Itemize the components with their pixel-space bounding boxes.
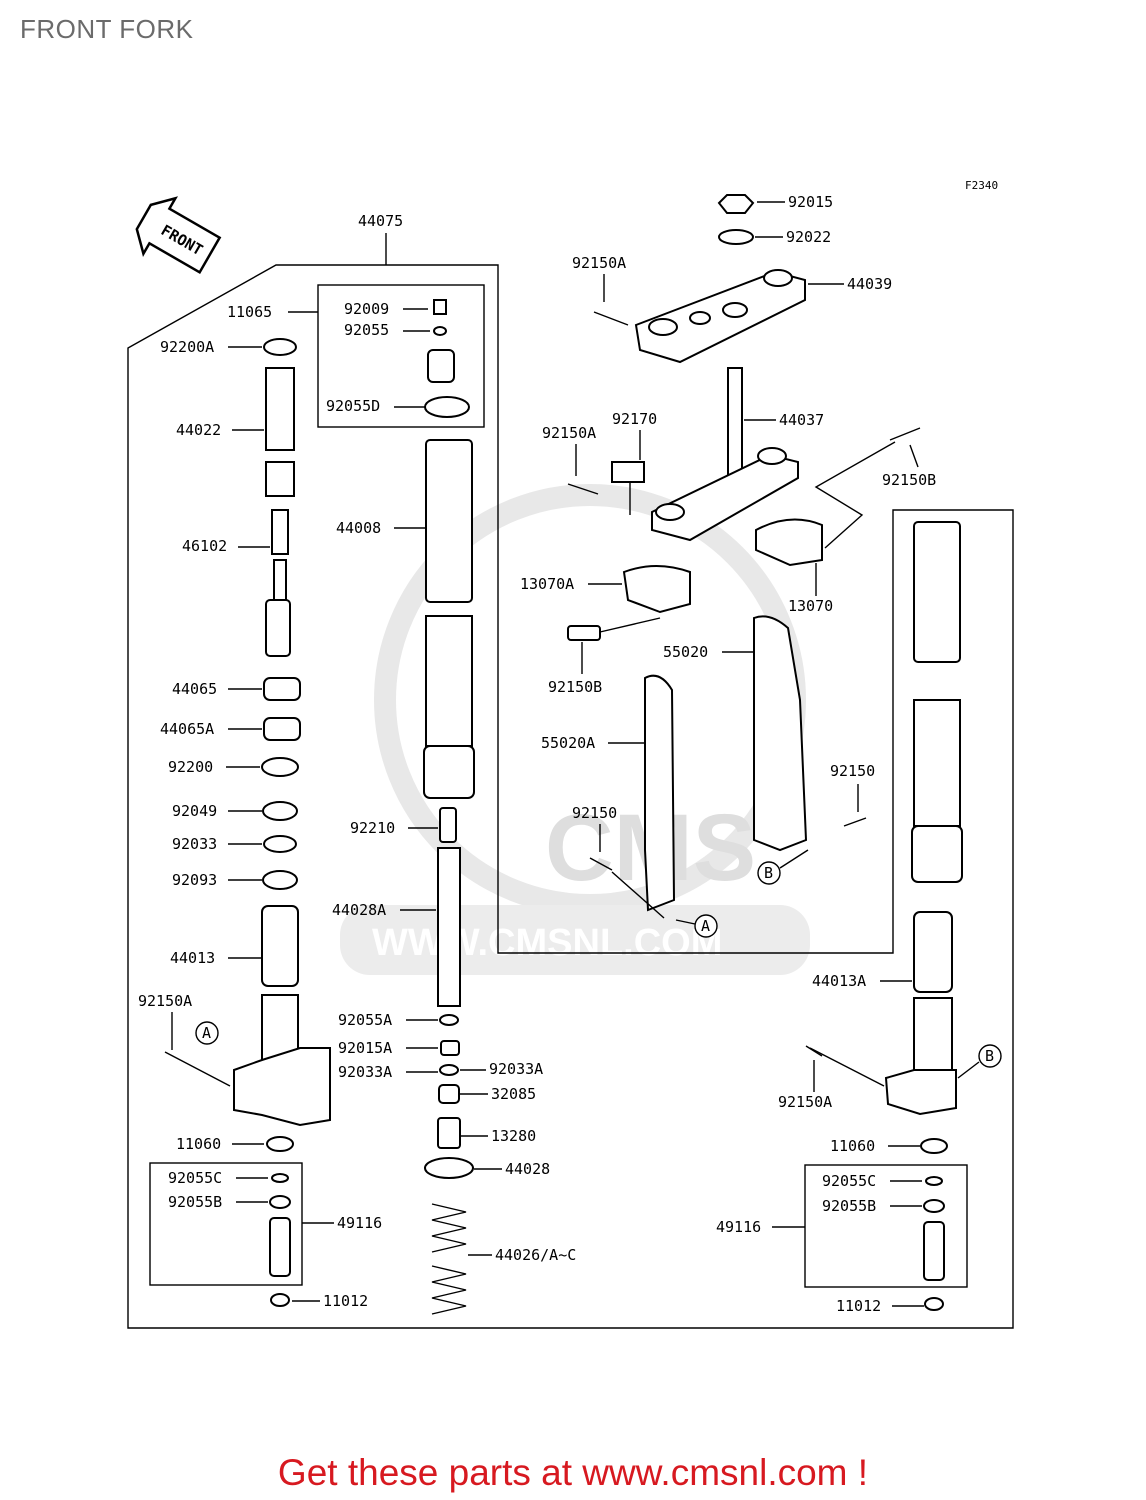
promo-link[interactable]: Get these parts at www.cmsnl.com ! bbox=[277, 1452, 869, 1493]
diagram-code: F2340 bbox=[965, 179, 998, 192]
ref-b-top bbox=[757, 861, 781, 885]
label-92150A-top: 92150A bbox=[572, 254, 626, 272]
label-44022: 44022 bbox=[176, 421, 221, 439]
bolt-92009 bbox=[433, 299, 447, 315]
label-44026: 44026/A~C bbox=[495, 1246, 576, 1264]
ref-a-left-label: A bbox=[202, 1024, 211, 1042]
nut-92015 bbox=[717, 194, 755, 214]
label-44039: 44039 bbox=[847, 275, 892, 293]
label-92150-right: 92150 bbox=[830, 762, 875, 780]
clamp-13070A bbox=[622, 565, 691, 614]
ref-b-top-label: B bbox=[764, 864, 773, 882]
label-92033A-left: 92033A bbox=[338, 1063, 392, 1081]
axle-clamp-right bbox=[884, 1069, 957, 1116]
label-92055D: 92055D bbox=[326, 397, 380, 415]
label-11012-right: 11012 bbox=[836, 1297, 881, 1315]
outer-tube-left bbox=[261, 905, 299, 987]
label-92055B-right: 92055B bbox=[822, 1197, 876, 1215]
label-44065: 44065 bbox=[172, 680, 217, 698]
label-92093: 92093 bbox=[172, 871, 217, 889]
label-92150A-left: 92150A bbox=[138, 992, 192, 1010]
oring-92055 bbox=[433, 326, 447, 336]
ref-a-top-label: A bbox=[701, 917, 710, 935]
damper-tube bbox=[265, 367, 295, 451]
cylinder-44028A bbox=[437, 847, 461, 1007]
label-92150-left: 92150 bbox=[572, 804, 617, 822]
label-92049: 92049 bbox=[172, 802, 217, 820]
label-11060-left: 11060 bbox=[176, 1135, 221, 1153]
label-11060-right: 11060 bbox=[830, 1137, 875, 1155]
label-44013A: 44013A bbox=[812, 972, 866, 990]
label-92210: 92210 bbox=[350, 819, 395, 837]
label-44028: 44028 bbox=[505, 1160, 550, 1178]
label-92150A-right: 92150A bbox=[778, 1093, 832, 1111]
label-49116-right: 49116 bbox=[716, 1218, 761, 1236]
label-92033A-right: 92033A bbox=[489, 1060, 543, 1078]
fork-cap bbox=[427, 349, 455, 383]
label-44028A: 44028A bbox=[332, 901, 386, 919]
fork-guard-55020A bbox=[644, 674, 676, 912]
valve-box-left bbox=[149, 1162, 303, 1286]
spring-44026 bbox=[431, 1203, 467, 1315]
label-55020A: 55020A bbox=[541, 734, 595, 752]
label-92009: 92009 bbox=[344, 300, 389, 318]
label-92033: 92033 bbox=[172, 835, 217, 853]
ref-b-right bbox=[978, 1044, 1002, 1068]
ref-b-right-label: B bbox=[985, 1047, 994, 1065]
label-92055C-right: 92055C bbox=[822, 1172, 876, 1190]
cap-assembly-box bbox=[317, 284, 485, 428]
label-92150B-mid: 92150B bbox=[548, 678, 602, 696]
label-44075: 44075 bbox=[358, 212, 403, 230]
label-92022: 92022 bbox=[786, 228, 831, 246]
bracket-92170 bbox=[611, 461, 645, 483]
label-92055C-left: 92055C bbox=[168, 1169, 222, 1187]
label-92200: 92200 bbox=[168, 758, 213, 776]
label-44037: 44037 bbox=[779, 411, 824, 429]
label-49116-left: 49116 bbox=[337, 1214, 382, 1232]
label-92170: 92170 bbox=[612, 410, 657, 428]
rod-46102 bbox=[271, 509, 289, 555]
label-44008: 44008 bbox=[336, 519, 381, 537]
label-46102: 46102 bbox=[182, 537, 227, 555]
page-title: FRONT FORK bbox=[20, 14, 194, 44]
ref-a-top bbox=[694, 914, 718, 938]
fork-guard-55020 bbox=[753, 615, 808, 852]
label-92150B-top: 92150B bbox=[882, 471, 936, 489]
label-92015: 92015 bbox=[788, 193, 833, 211]
label-55020: 55020 bbox=[663, 643, 708, 661]
label-92055: 92055 bbox=[344, 321, 389, 339]
label-92200A: 92200A bbox=[160, 338, 214, 356]
watermark-url-text: WWW.CMSNL.COM bbox=[372, 922, 722, 964]
label-13280: 13280 bbox=[491, 1127, 536, 1145]
oring-92055D bbox=[424, 396, 470, 418]
label-13070A: 13070A bbox=[520, 575, 574, 593]
label-92055B-left: 92055B bbox=[168, 1193, 222, 1211]
label-11012-left: 11012 bbox=[323, 1292, 368, 1310]
label-32085: 32085 bbox=[491, 1085, 536, 1103]
label-92055A: 92055A bbox=[338, 1011, 392, 1029]
label-44065A: 44065A bbox=[160, 720, 214, 738]
front-arrow-icon: FRONT bbox=[135, 196, 222, 275]
label-11065: 11065 bbox=[227, 303, 272, 321]
inner-tube-44008 bbox=[425, 439, 473, 603]
label-44013: 44013 bbox=[170, 949, 215, 967]
outer-tube-right bbox=[913, 911, 953, 993]
valve-box-right bbox=[804, 1164, 968, 1288]
label-13070: 13070 bbox=[788, 597, 833, 615]
clamp-13070 bbox=[755, 518, 823, 567]
label-92015A: 92015A bbox=[338, 1039, 392, 1057]
ref-a-left bbox=[195, 1021, 219, 1045]
axle-clamp-left bbox=[233, 1047, 331, 1127]
inner-tube-right bbox=[913, 521, 961, 663]
label-92150A-mid: 92150A bbox=[542, 424, 596, 442]
assembly-outline bbox=[127, 264, 1014, 1329]
